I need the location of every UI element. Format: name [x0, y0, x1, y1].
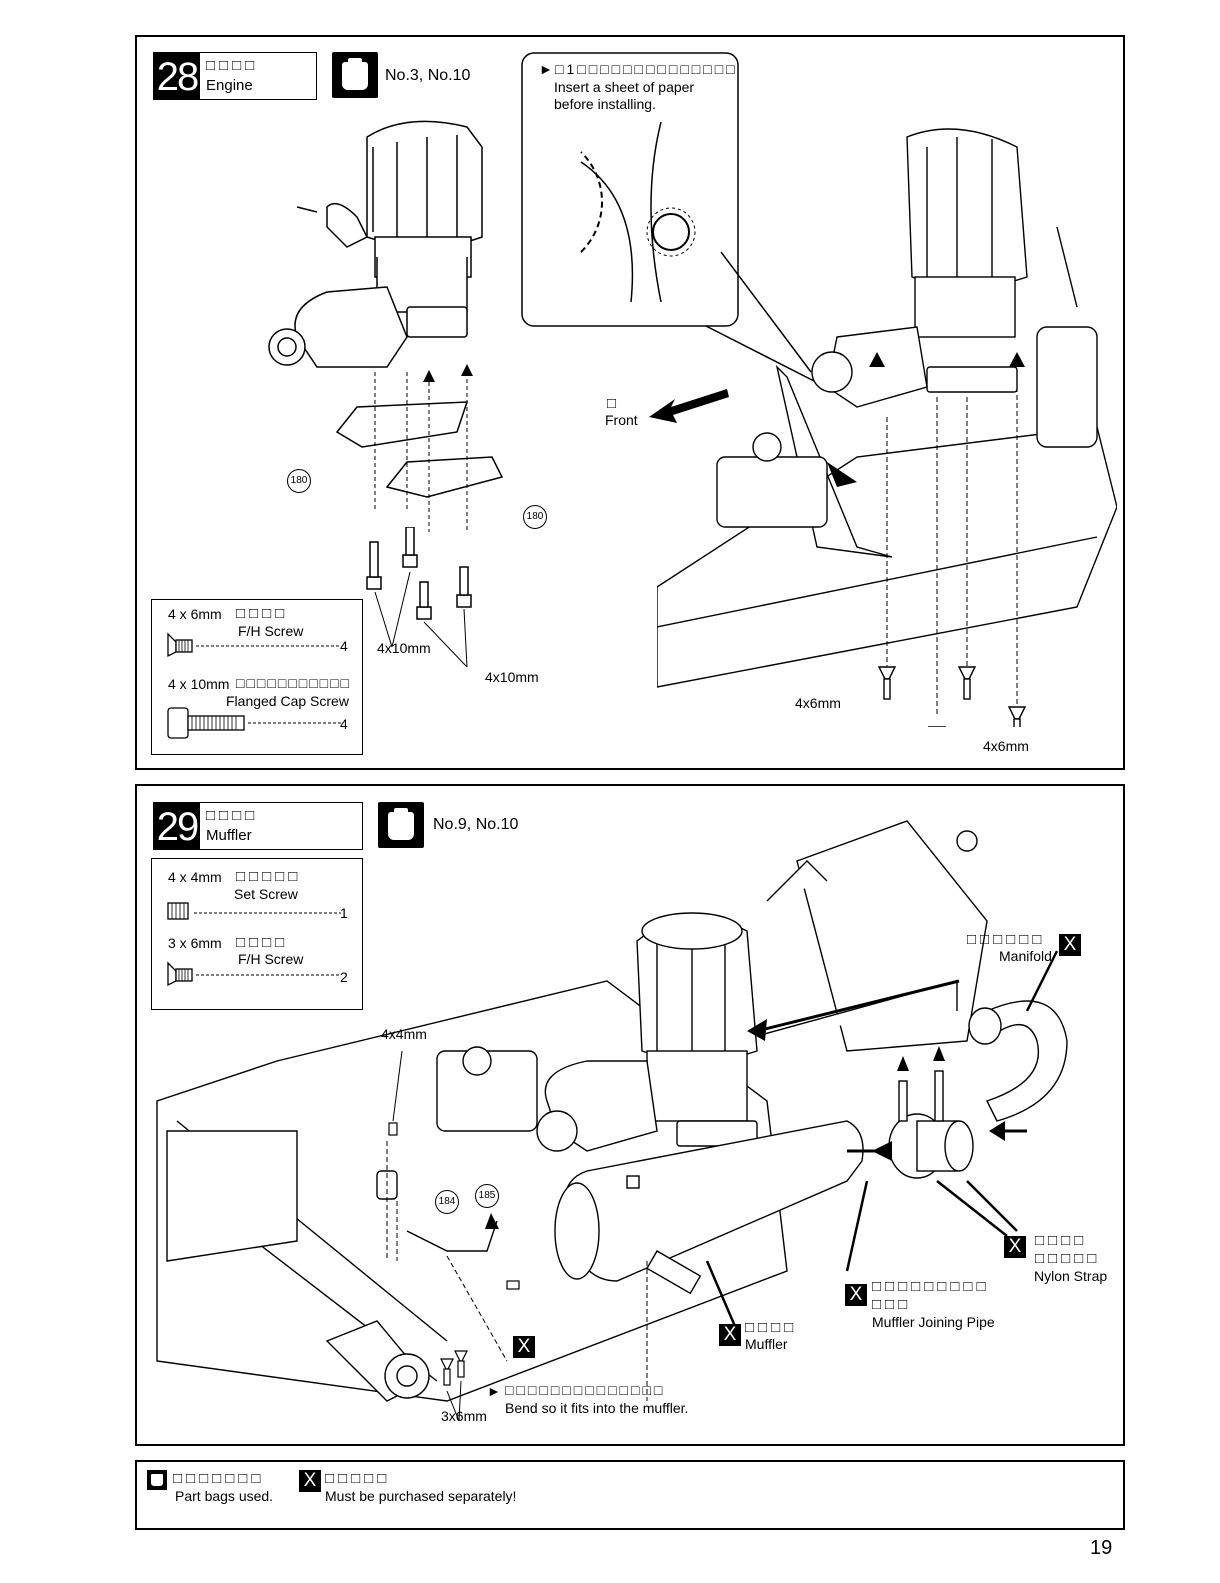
part29-0-en: Set Screw	[234, 886, 298, 902]
joining-pipe-x-icon: X	[845, 1284, 867, 1306]
front-arrow-icon	[649, 389, 729, 423]
part-ref-180-a: 180	[287, 469, 311, 493]
step-29-panel: 29 □□□□ Muffler No.9, No.10 4 x 4mm □□□□…	[135, 784, 1125, 1446]
page-number: 19	[1090, 1537, 1113, 1559]
manifold-jp: □□□□□□	[967, 931, 1046, 948]
nylon-jp-2: □□□□□	[1035, 1250, 1101, 1267]
part-bag-icon	[332, 52, 378, 98]
cap-screw-icon	[167, 707, 341, 739]
legend-bag-en: Part bags used.	[175, 1488, 274, 1504]
set-screw-x-icon: X	[513, 1336, 535, 1358]
part29-1-size: 3 x 6mm	[168, 935, 222, 951]
step-29-title-en: Muffler	[206, 827, 252, 844]
label-4x10-b: 4x10mm	[485, 669, 539, 685]
legend-x-jp: □□□□□	[325, 1470, 391, 1487]
part-ref-184: 184	[435, 1190, 459, 1214]
part-0-en: F/H Screw	[238, 623, 304, 639]
part29-1-en: F/H Screw	[238, 951, 304, 967]
note-en-line2: before installing.	[554, 96, 656, 112]
part-0-size: 4 x 6mm	[168, 606, 222, 622]
bend-marker: ►	[487, 1383, 501, 1399]
label-4x4: 4x4mm	[381, 1026, 427, 1042]
engine-on-chassis-drawing	[657, 128, 1117, 727]
label-3x6: 3x6mm	[441, 1408, 487, 1424]
step-28-title-jp: □□□□	[206, 57, 259, 74]
label-4x6-a: 4x6mm	[795, 695, 841, 711]
front-jp: □	[607, 395, 621, 412]
muffler-assembly-drawing	[156, 820, 1068, 1422]
legend-bag-icon	[147, 1470, 167, 1490]
step-28-parts-list: 4 x 6mm □□□□ F/H Screw 4 4 x 10mm □□□□□□…	[151, 599, 363, 755]
label-4x6-b: 4x6mm	[983, 738, 1029, 754]
fh-screw-icon	[167, 632, 341, 658]
part-ref-185: 185	[475, 1184, 499, 1208]
nylon-strap-x-icon: X	[1004, 1236, 1026, 1258]
paper-callout-bubble	[521, 52, 817, 383]
muffler-en: Muffler	[745, 1336, 788, 1352]
step-29-parts-list: 4 x 4mm □□□□□ Set Screw 1 3 x 6mm □□□□ F…	[151, 858, 363, 1010]
part-1-qty: 4	[340, 716, 348, 732]
part-0-qty: 4	[340, 638, 348, 654]
bend-en: Bend so it fits into the muffler.	[505, 1400, 689, 1416]
part-ref-180-b: 180	[523, 505, 547, 529]
cap-screws-left	[366, 527, 472, 668]
part29-0-qty: 1	[340, 905, 348, 921]
step-28-bags: No.3, No.10	[385, 67, 471, 84]
part-bag-icon-29	[378, 802, 424, 848]
part-0-jp: □□□□	[236, 605, 289, 622]
muffler-x-icon: X	[719, 1324, 741, 1346]
nylon-jp-1: □□□□	[1035, 1232, 1088, 1249]
manifold-x-icon: X	[1059, 934, 1081, 956]
fh-screw-icon-29	[167, 961, 341, 987]
note-marker: ►	[539, 61, 553, 77]
step-28-number: 28	[154, 53, 200, 99]
part29-1-jp: □□□□	[236, 934, 289, 951]
step-29-title-box: 29 □□□□ Muffler	[153, 802, 363, 850]
step-28-title-en: Engine	[206, 77, 253, 94]
nylon-en: Nylon Strap	[1034, 1268, 1108, 1284]
joining-en: Muffler Joining Pipe	[872, 1314, 995, 1330]
note-jp: □1□□□□□□□□□□□□□□	[555, 61, 738, 77]
engine-mount-plates	[335, 364, 504, 532]
joining-jp-1: □□□□□□□□□	[872, 1278, 990, 1295]
legend-panel: □□□□□□□ Part bags used. X □□□□□ Must be …	[135, 1460, 1125, 1530]
note-en-line1: Insert a sheet of paper	[554, 79, 695, 95]
step-29-number: 29	[154, 803, 200, 849]
part-1-jp: □□□□□□□□□□□	[236, 675, 352, 691]
front-en: Front	[605, 412, 638, 428]
engine-drawing-left	[268, 120, 483, 368]
muffler-jp: □□□□	[745, 1319, 798, 1336]
set-screw-icon	[167, 902, 341, 920]
joining-jp-2: □□□	[872, 1296, 912, 1313]
part-1-en: Flanged Cap Screw	[226, 693, 349, 709]
legend-x-en: Must be purchased separately!	[325, 1488, 517, 1504]
step-28-panel: 28 □□□□ Engine No.3, No.10 ► □1□□□□□□□□□…	[135, 35, 1125, 770]
part-1-size: 4 x 10mm	[168, 676, 230, 692]
step-29-bags: No.9, No.10	[433, 816, 519, 833]
legend-bag-jp: □□□□□□□	[173, 1470, 265, 1487]
bend-jp: □□□□□□□□□□□□□□	[505, 1382, 666, 1398]
step-28-title-box: 28 □□□□ Engine	[153, 52, 317, 100]
label-4x10-a: 4x10mm	[377, 640, 431, 656]
step-29-title-jp: □□□□	[206, 807, 259, 824]
manifold-en: Manifold	[999, 948, 1052, 964]
part29-1-qty: 2	[340, 969, 348, 985]
part29-0-size: 4 x 4mm	[168, 869, 222, 885]
legend-x-icon: X	[299, 1470, 321, 1492]
part29-0-jp: □□□□□	[236, 868, 302, 885]
